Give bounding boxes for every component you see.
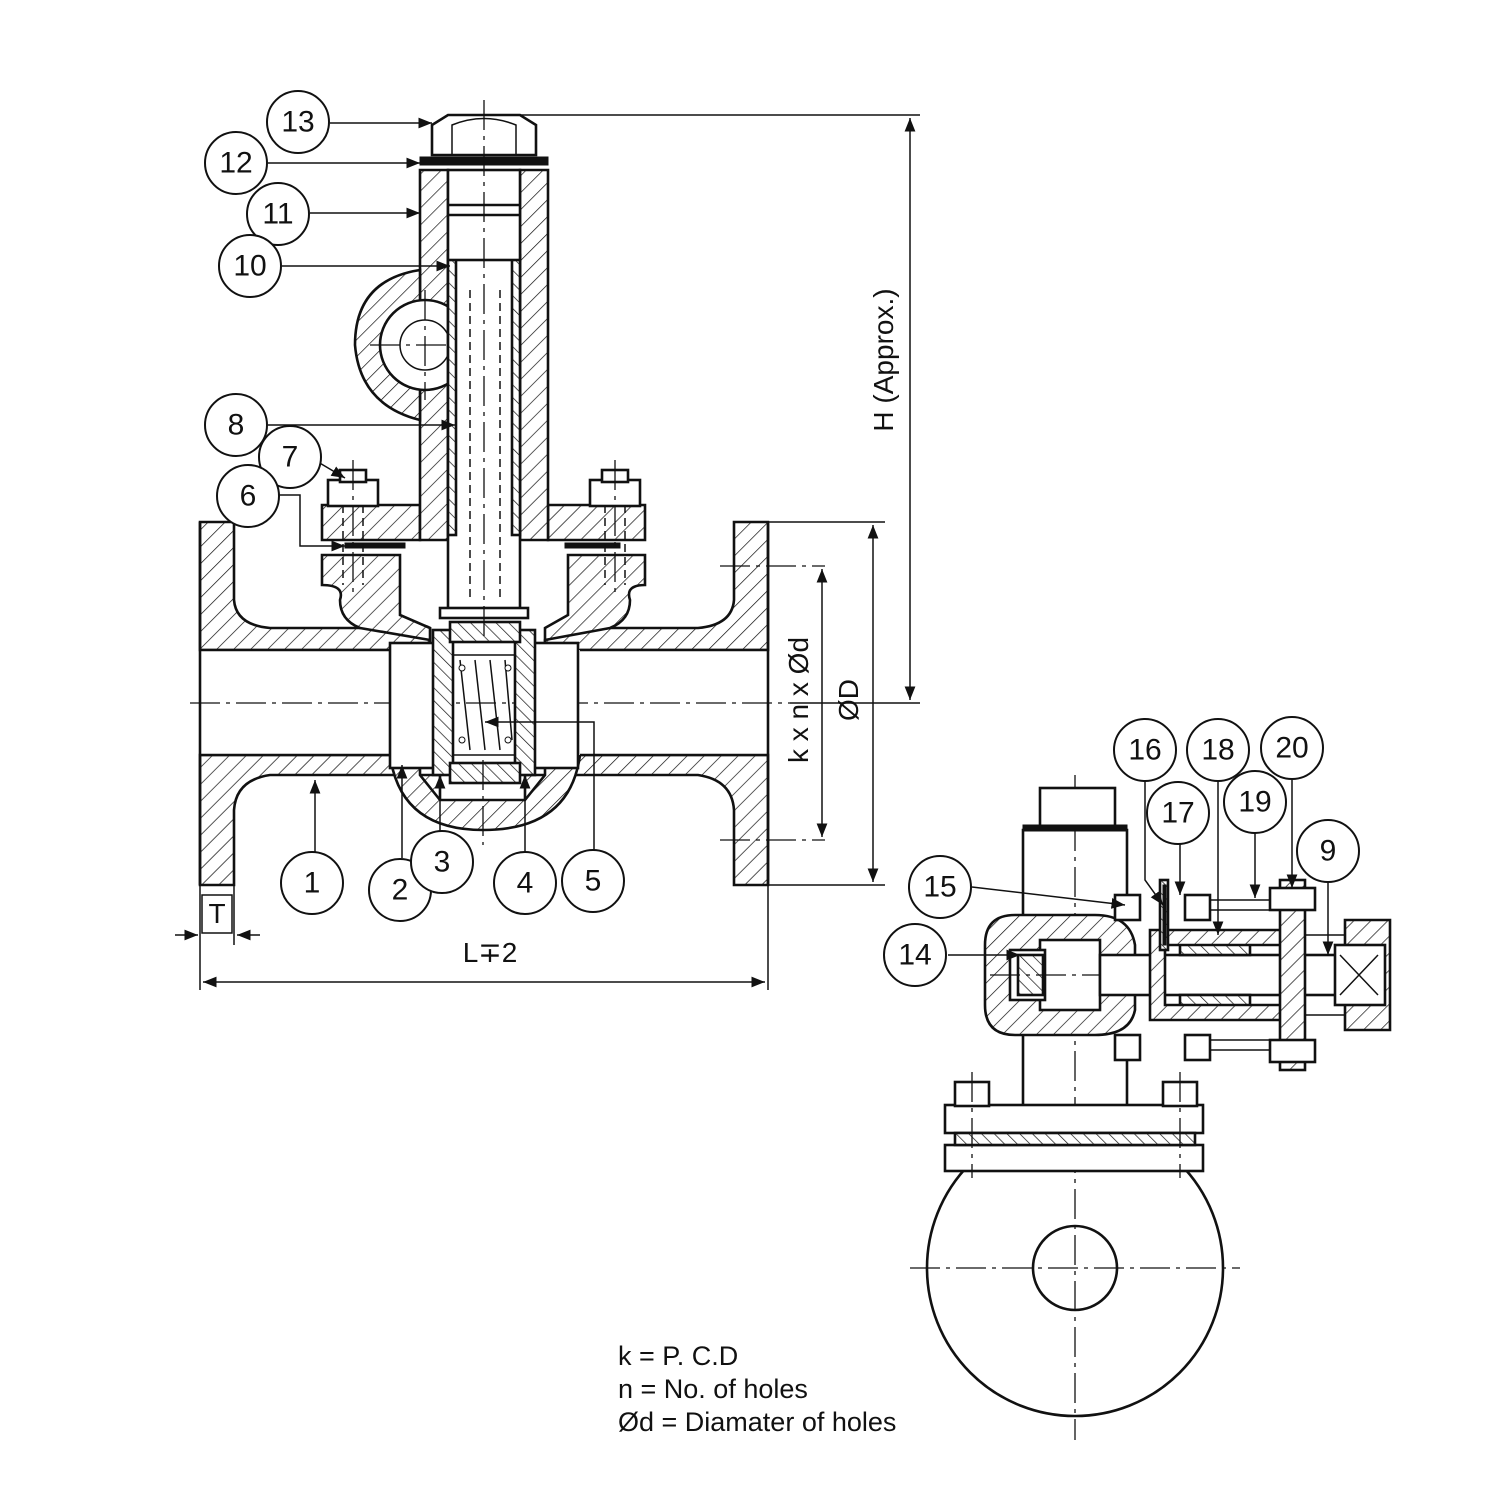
dim-bolt-pattern-label: k x n x Ød	[783, 637, 814, 763]
svg-text:6: 6	[240, 480, 257, 513]
legend-pcd: k = P. C.D	[618, 1341, 739, 1371]
side-bolt-right	[1161, 1072, 1199, 1178]
svg-text:4: 4	[517, 867, 534, 900]
side-studs	[1113, 886, 1317, 1064]
callout-20: 20	[1260, 716, 1324, 780]
svg-text:1: 1	[304, 867, 321, 900]
body-neck	[320, 553, 432, 642]
svg-text:20: 20	[1275, 732, 1308, 765]
dim-height-label: H (Approx.)	[868, 288, 899, 431]
callout-8: 8	[204, 393, 268, 457]
plug-bottom	[448, 761, 522, 785]
callout-12: 12	[204, 131, 268, 195]
svg-text:13: 13	[281, 106, 314, 139]
callout-leaders	[268, 117, 1334, 961]
legend-holes: n = No. of holes	[618, 1374, 808, 1404]
callout-10: 10	[218, 234, 282, 298]
body-neck-right	[543, 553, 647, 642]
callout-17: 17	[1146, 781, 1210, 845]
bonnet-bolt-right	[588, 460, 642, 592]
callout-7: 7	[258, 425, 322, 489]
callout-6: 6	[216, 464, 280, 528]
svg-text:7: 7	[282, 441, 299, 474]
svg-text:10: 10	[233, 250, 266, 283]
callout-15: 15	[908, 855, 972, 919]
plug-top	[448, 620, 522, 644]
svg-text:16: 16	[1128, 734, 1161, 767]
legend: k = P. C.D n = No. of holes Ød = Diamate…	[618, 1340, 896, 1439]
callout-16: 16	[1113, 718, 1177, 782]
plug-right-wall	[513, 628, 537, 777]
bonnet-flange	[320, 503, 422, 542]
callout-9: 9	[1296, 819, 1360, 883]
callout-13: 13	[266, 90, 330, 154]
svg-text:19: 19	[1238, 786, 1271, 819]
callout-5: 5	[561, 849, 625, 913]
svg-text:12: 12	[219, 147, 252, 180]
svg-text:5: 5	[585, 865, 602, 898]
callout-bubbles: 13 12 11 10 8 7 6 1 2 3 4 5 16 17 18 19 …	[204, 90, 1360, 987]
bonnet-flange-right	[546, 503, 647, 542]
side-bolt-left	[953, 1072, 991, 1178]
dim-outer-diameter-label: ØD	[833, 679, 864, 721]
side-cap	[1038, 786, 1117, 830]
callout-11: 11	[246, 182, 310, 246]
svg-text:14: 14	[898, 939, 931, 972]
plug-left-wall	[431, 628, 455, 777]
callout-4: 4	[493, 851, 557, 915]
svg-text:3: 3	[434, 846, 451, 879]
section-view	[190, 100, 825, 887]
legend-hole-diameter: Ød = Diamater of holes	[618, 1407, 897, 1437]
side-shaft	[1098, 953, 1352, 997]
seat-ring-right	[531, 641, 580, 770]
bonnet-housing-right	[518, 168, 550, 542]
callout-18: 18	[1186, 718, 1250, 782]
dimension-lines	[175, 114, 920, 990]
side-stem-end	[1305, 918, 1392, 1032]
side-bonnet-flange	[943, 1103, 1205, 1135]
svg-text:18: 18	[1201, 734, 1234, 767]
svg-text:9: 9	[1320, 835, 1337, 868]
callout-14: 14	[883, 923, 947, 987]
gasket	[344, 542, 406, 549]
callout-3: 3	[410, 830, 474, 894]
svg-text:2: 2	[392, 874, 409, 907]
svg-text:8: 8	[228, 409, 245, 442]
svg-text:11: 11	[262, 198, 293, 231]
callout-19: 19	[1223, 770, 1287, 834]
dim-length-label: L∓2	[463, 937, 518, 968]
side-view	[910, 775, 1392, 1440]
dim-thickness-label: T	[208, 898, 225, 929]
svg-text:15: 15	[923, 871, 956, 904]
callout-1: 1	[280, 851, 344, 915]
spring	[452, 654, 516, 756]
seat-ring-left	[388, 641, 437, 770]
svg-text:17: 17	[1161, 797, 1194, 830]
